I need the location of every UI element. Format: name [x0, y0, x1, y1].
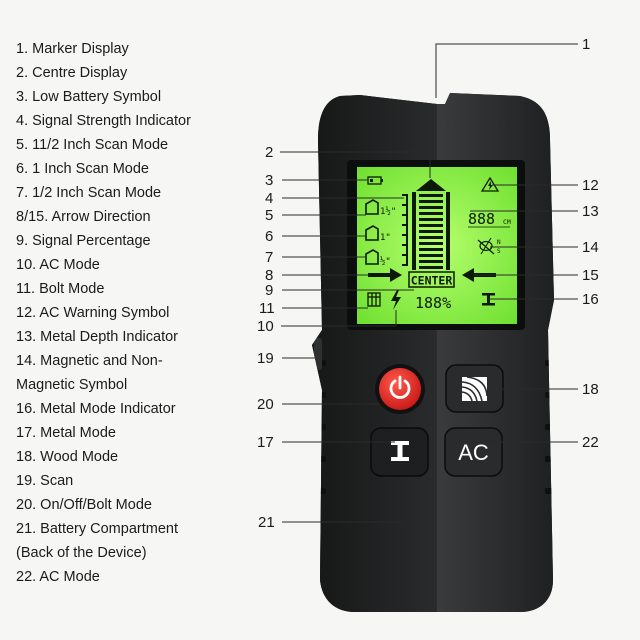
callout-9: 9 [265, 282, 273, 299]
center-display: CENTER [408, 179, 455, 288]
magnetic-icon: N S [477, 237, 501, 255]
legend-item: 18. Wood Mode [16, 449, 119, 465]
scan-mode-1-icon: 1" [365, 225, 391, 243]
callout-21: 21 [258, 514, 275, 531]
legend-list: 1. Marker Display 2. Centre Display 3. L… [16, 37, 246, 589]
callout-1: 1 [582, 36, 590, 53]
signal-strength-indicator [402, 194, 408, 266]
callout-17: 17 [257, 434, 274, 451]
callout-7: 7 [265, 249, 273, 266]
callout-8: 8 [265, 267, 273, 284]
callout-3: 3 [265, 172, 273, 189]
legend-item: 7. 1/2 Inch Scan Mode [16, 185, 162, 201]
legend-item: 14. Magnetic and Non- [16, 353, 163, 369]
legend-item: 9. Signal Percentage [16, 233, 151, 249]
callout-6: 6 [265, 228, 273, 245]
arrow-right-icon [368, 268, 402, 282]
callout-13: 13 [582, 203, 599, 220]
legend-item: 2. Centre Display [16, 65, 128, 81]
scan-mode-1-5-icon: 1½" [365, 199, 396, 217]
magnetic-s-label: S [497, 248, 501, 255]
metal-mode-button[interactable] [370, 427, 429, 477]
legend-item: 21. Battery Compartment [16, 521, 178, 537]
power-button[interactable] [375, 364, 425, 414]
callout-15: 15 [582, 267, 599, 284]
callout-11: 11 [259, 300, 275, 317]
callout-16: 16 [582, 291, 599, 308]
legend-item: 17. Metal Mode [16, 425, 116, 441]
legend-item: Magnetic Symbol [16, 377, 128, 393]
legend-item: 11. Bolt Mode [16, 281, 105, 297]
ac-mode-button[interactable]: AC [444, 427, 503, 477]
ac-mode-icon [391, 290, 401, 310]
legend-item: 6. 1 Inch Scan Mode [16, 161, 149, 177]
callout-20: 20 [257, 396, 274, 413]
signal-percentage: 188% [415, 294, 451, 312]
callout-12: 12 [582, 177, 599, 194]
legend-item: 13. Metal Depth Indicator [16, 329, 179, 345]
legend-item: 12. AC Warning Symbol [16, 305, 170, 321]
lcd-screen: CENTER 1½" 1" [347, 160, 525, 330]
legend-item: 5. 11/2 Inch Scan Mode [16, 137, 169, 153]
legend-item: 20. On/Off/Bolt Mode [16, 497, 152, 513]
callout-10: 10 [257, 318, 274, 335]
callout-19: 19 [257, 350, 274, 367]
metal-depth-indicator: 888 CM [468, 210, 511, 228]
callout-2: 2 [265, 144, 273, 161]
center-label: CENTER [411, 274, 453, 288]
callout-numbers: 1 2 3 4 5 6 7 8 9 10 11 12 13 14 15 16 1… [257, 36, 599, 531]
callout-22: 22 [582, 434, 599, 451]
metal-depth-unit: CM [503, 218, 511, 226]
callout-4: 4 [265, 190, 273, 207]
legend-item: 22. AC Mode [16, 569, 100, 585]
scan-mode-0-5-icon: ½" [365, 249, 391, 267]
legend-item: 10. AC Mode [16, 257, 100, 273]
magnetic-n-label: N [497, 239, 501, 246]
legend-item: (Back of the Device) [16, 545, 147, 561]
callout-18: 18 [582, 381, 599, 398]
callout-lines [280, 43, 578, 523]
ac-button-label: AC [458, 440, 489, 465]
scan-mode-0-5-label: ½" [380, 256, 391, 267]
callout-5: 5 [265, 207, 273, 224]
legend-item: 1. Marker Display [16, 41, 129, 57]
legend-item: 3. Low Battery Symbol [16, 89, 162, 105]
legend-item: 8/15. Arrow Direction [16, 209, 151, 225]
scan-mode-1-label: 1" [380, 233, 391, 243]
i-beam-icon [391, 441, 409, 461]
callout-14: 14 [582, 239, 599, 256]
legend-item: 19. Scan [16, 473, 74, 489]
scan-mode-1-5-label: 1½" [380, 206, 396, 217]
wood-grain-icon [462, 377, 487, 401]
metal-depth-digits: 888 [468, 210, 495, 228]
legend-item: 16. Metal Mode Indicator [16, 401, 176, 417]
bolt-mode-icon [367, 292, 381, 307]
legend-item: 4. Signal Strength Indicator [16, 113, 191, 129]
